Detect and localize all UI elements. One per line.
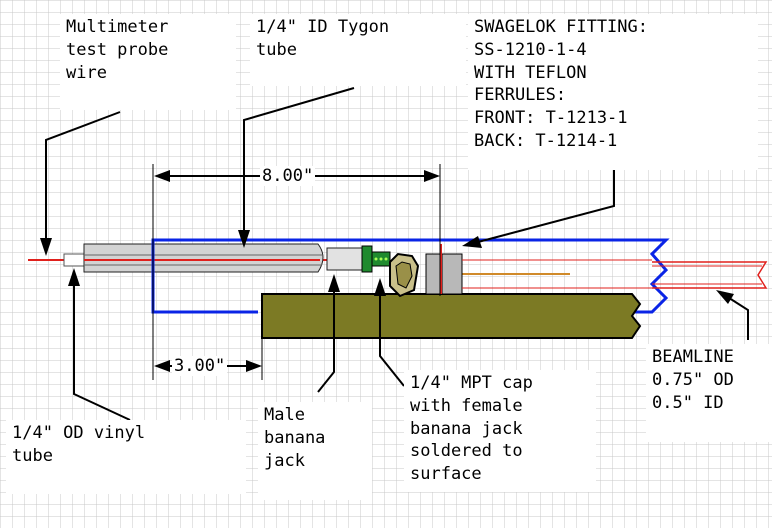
leader-mpt (379, 288, 405, 387)
label-line: FERRULES: (474, 85, 567, 106)
label-line: 1/4" OD vinyl (12, 423, 146, 443)
leader-arrowhead (374, 278, 386, 296)
leader-vinyl (73, 276, 131, 421)
leader-beamline (725, 295, 749, 340)
leader-arrowhead (328, 274, 340, 292)
label-line: soldered to (410, 441, 523, 462)
leader-arrowhead (68, 268, 80, 286)
male-banana-jack (326, 247, 364, 271)
dim-arrowhead (154, 170, 170, 182)
dim-arrowhead (246, 360, 262, 372)
label-line: surface (410, 464, 482, 485)
male-banana-jack-collar (361, 245, 373, 273)
dimension-3-label: 3.00" (172, 356, 228, 376)
leader-arrowhead (238, 230, 250, 248)
leader-tygon (243, 87, 355, 240)
label-line: banana (264, 427, 326, 448)
base-block (261, 293, 642, 339)
label-line: SS-1210-1-4 (474, 39, 587, 60)
label-line: with female (410, 395, 523, 416)
label-line: tube (12, 445, 53, 466)
label-line: tube (256, 39, 297, 60)
label-line: jack (264, 450, 305, 471)
leader-arrowhead (40, 238, 52, 256)
female-jack-dot (379, 257, 383, 261)
label-line: banana jack (410, 418, 523, 439)
swagelok-fitting-right (441, 253, 463, 295)
label-line: FRONT: T-1213-1 (474, 108, 628, 129)
label-line: BEAMLINE (652, 347, 734, 367)
leader-banana (317, 284, 335, 393)
leader-arrowhead (716, 290, 734, 304)
label-line: 0.5" ID (652, 392, 724, 413)
label-line: 1/4" MPT cap (410, 373, 533, 393)
label-line: wire (66, 62, 107, 83)
leader-swagelok (477, 168, 615, 243)
label-line: Male (264, 405, 305, 425)
label-line: Multimeter (66, 17, 169, 37)
tygon-tube (83, 243, 324, 273)
label-line: BACK: T-1214-1 (474, 130, 618, 151)
leader-arrowhead (462, 236, 482, 248)
female-jack-dot (384, 257, 388, 261)
beamline-tube (652, 261, 768, 289)
label-line: test probe (66, 39, 169, 60)
label-line: 1/4" ID Tygon (256, 17, 390, 37)
dim-arrowhead (154, 360, 170, 372)
leader-multimeter (45, 111, 121, 248)
female-jack-dot (374, 257, 378, 261)
label-line: 0.75" OD (652, 369, 734, 390)
mpt-cap-inner (395, 261, 413, 289)
label-line: WITH TEFLON (474, 62, 587, 83)
label-line: SWAGELOK FITTING: (474, 17, 648, 37)
dim-arrowhead (424, 170, 440, 182)
dimension-8-label: 8.00" (260, 166, 316, 186)
